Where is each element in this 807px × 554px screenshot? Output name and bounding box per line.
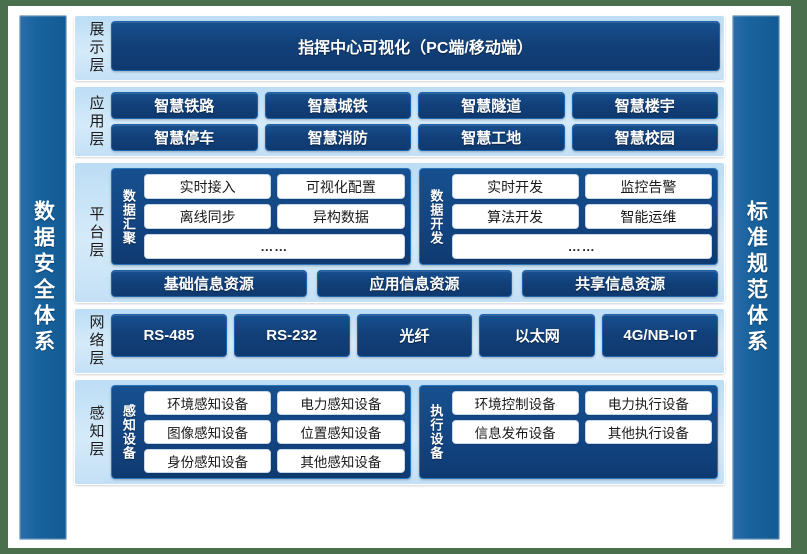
group-data-development-items: 实时开发 监控告警 算法开发 智能运维 …… — [451, 174, 712, 259]
layer-platform-label: 平台层 — [87, 205, 105, 260]
actuating-item-info-release[interactable]: 信息发布设备 — [451, 420, 579, 444]
left-pillar-data-security: 数据安全体系 — [19, 15, 67, 540]
network-item-rs485[interactable]: RS-485 — [111, 314, 227, 357]
network-item-ethernet[interactable]: 以太网 — [479, 314, 596, 357]
resource-item-application-info[interactable]: 应用信息资源 — [316, 270, 513, 297]
aggregation-item-offline-sync[interactable]: 离线同步 — [144, 204, 272, 229]
aggregation-item-realtime-ingest[interactable]: 实时接入 — [144, 174, 272, 199]
layer-platform-label-wrap: 平台层 — [81, 168, 111, 297]
resource-item-shared-info[interactable]: 共享信息资源 — [522, 270, 719, 297]
layer-network-label-wrap: 网络层 — [81, 314, 111, 368]
actuating-item-environment-control[interactable]: 环境控制设备 — [451, 391, 579, 415]
layer-application-label-wrap: 应用层 — [81, 92, 111, 151]
layer-network-label: 网络层 — [87, 314, 105, 368]
layer-display-body: 指挥中心可视化（PC端/移动端） — [111, 21, 720, 75]
development-item-monitor-alarm[interactable]: 监控告警 — [584, 174, 712, 199]
network-item-4g-nbiot[interactable]: 4G/NB-IoT — [602, 314, 718, 357]
group-data-aggregation-items: 实时接入 可视化配置 离线同步 异构数据 …… — [144, 174, 405, 259]
platform-groups: 数据汇聚 实时接入 可视化配置 离线同步 异构数据 — [111, 168, 718, 265]
layer-application-label: 应用层 — [87, 94, 105, 149]
app-item-smart-tunnel[interactable]: 智慧隧道 — [418, 92, 565, 119]
actuating-row-1: 环境控制设备 电力执行设备 — [451, 391, 712, 415]
development-row-1: 实时开发 监控告警 — [451, 174, 712, 199]
layer-stack: 展示层 指挥中心可视化（PC端/移动端） 应用层 智慧铁路 — [74, 15, 725, 540]
group-actuating-devices: 执行设备 环境控制设备 电力执行设备 信息发布设备 其他执行设备 — [418, 385, 718, 479]
group-actuating-devices-items: 环境控制设备 电力执行设备 信息发布设备 其他执行设备 — [451, 391, 712, 473]
aggregation-item-visual-config[interactable]: 可视化配置 — [277, 174, 405, 199]
left-pillar-label: 数据安全体系 — [31, 199, 55, 356]
layer-platform: 平台层 数据汇聚 实时接入 可视化配置 — [74, 162, 725, 303]
layer-display-label-wrap: 展示层 — [81, 21, 111, 75]
layer-perception-label: 感知层 — [87, 405, 105, 459]
group-sensing-devices: 感知设备 环境感知设备 电力感知设备 图像感知设备 位置感知设备 — [111, 385, 411, 479]
actuating-row-2: 信息发布设备 其他执行设备 — [451, 420, 712, 444]
group-data-aggregation: 数据汇聚 实时接入 可视化配置 离线同步 异构数据 — [111, 168, 411, 265]
app-item-smart-railway[interactable]: 智慧铁路 — [111, 92, 258, 119]
development-row-3: …… — [451, 234, 712, 259]
group-data-development-label: 数据开发 — [428, 188, 444, 245]
app-item-smart-campus[interactable]: 智慧校园 — [571, 124, 718, 151]
app-item-smart-urban-rail[interactable]: 智慧城铁 — [264, 92, 411, 119]
sensing-item-power[interactable]: 电力感知设备 — [277, 391, 405, 415]
group-sensing-devices-items: 环境感知设备 电力感知设备 图像感知设备 位置感知设备 身份感知设备 其他感知设… — [144, 391, 405, 473]
aggregation-item-heterogeneous-data[interactable]: 异构数据 — [277, 204, 405, 229]
aggregation-row-1: 实时接入 可视化配置 — [144, 174, 405, 199]
sensing-row-2: 图像感知设备 位置感知设备 — [144, 420, 405, 444]
app-item-smart-construction-site[interactable]: 智慧工地 — [418, 124, 565, 151]
group-data-aggregation-label-wrap: 数据汇聚 — [117, 174, 139, 259]
sensing-item-environment[interactable]: 环境感知设备 — [144, 391, 272, 415]
development-item-realtime-dev[interactable]: 实时开发 — [451, 174, 579, 199]
layer-display-label: 展示层 — [87, 21, 105, 75]
display-row: 指挥中心可视化（PC端/移动端） — [111, 21, 720, 71]
development-item-ellipsis[interactable]: …… — [451, 234, 712, 259]
perception-groups: 感知设备 环境感知设备 电力感知设备 图像感知设备 位置感知设备 — [111, 385, 718, 479]
aggregation-item-ellipsis[interactable]: …… — [144, 234, 405, 259]
group-actuating-devices-label-wrap: 执行设备 — [425, 391, 447, 473]
layer-display: 展示层 指挥中心可视化（PC端/移动端） — [74, 15, 725, 81]
sensing-item-identity[interactable]: 身份感知设备 — [144, 449, 272, 473]
right-pillar-label: 标准规范体系 — [744, 199, 768, 356]
sensing-item-location[interactable]: 位置感知设备 — [277, 420, 405, 444]
application-row-2: 智慧停车 智慧消防 智慧工地 智慧校园 — [111, 124, 718, 151]
actuating-item-other[interactable]: 其他执行设备 — [584, 420, 712, 444]
app-item-smart-building[interactable]: 智慧楼宇 — [571, 92, 718, 119]
layer-perception-label-wrap: 感知层 — [81, 385, 111, 479]
development-row-2: 算法开发 智能运维 — [451, 204, 712, 229]
diagram-canvas: 数据安全体系 展示层 指挥中心可视化（PC端/移动端） 应用层 — [8, 6, 791, 548]
aggregation-row-2: 离线同步 异构数据 — [144, 204, 405, 229]
resource-item-basic-info[interactable]: 基础信息资源 — [111, 270, 307, 297]
aggregation-row-3: …… — [144, 234, 405, 259]
group-data-aggregation-label: 数据汇聚 — [120, 188, 136, 245]
actuating-item-power-execution[interactable]: 电力执行设备 — [584, 391, 712, 415]
group-data-development-label-wrap: 数据开发 — [425, 174, 447, 259]
application-row-1: 智慧铁路 智慧城铁 智慧隧道 智慧楼宇 — [111, 92, 718, 119]
group-sensing-devices-label-wrap: 感知设备 — [117, 391, 139, 473]
layer-perception-body: 感知设备 环境感知设备 电力感知设备 图像感知设备 位置感知设备 — [111, 385, 718, 479]
layer-network-body: RS-485 RS-232 光纤 以太网 4G/NB-IoT — [111, 314, 718, 368]
network-item-fiber[interactable]: 光纤 — [356, 314, 473, 357]
sensing-row-1: 环境感知设备 电力感知设备 — [144, 391, 405, 415]
right-pillar-standards: 标准规范体系 — [732, 15, 780, 540]
network-item-rs232[interactable]: RS-232 — [233, 314, 350, 357]
layer-platform-body: 数据汇聚 实时接入 可视化配置 离线同步 异构数据 — [111, 168, 719, 297]
group-sensing-devices-label: 感知设备 — [120, 404, 136, 460]
application-grid: 智慧铁路 智慧城铁 智慧隧道 智慧楼宇 智慧停车 智慧消防 智慧工地 智慧校园 — [111, 92, 718, 151]
group-data-development: 数据开发 实时开发 监控告警 算法开发 智能运维 — [418, 168, 718, 265]
sensing-item-image[interactable]: 图像感知设备 — [144, 420, 272, 444]
architecture-diagram: 数据安全体系 展示层 指挥中心可视化（PC端/移动端） 应用层 — [19, 15, 780, 540]
development-item-intelligent-ops[interactable]: 智能运维 — [584, 204, 712, 229]
group-actuating-devices-label: 执行设备 — [428, 404, 444, 460]
layer-application-body: 智慧铁路 智慧城铁 智慧隧道 智慧楼宇 智慧停车 智慧消防 智慧工地 智慧校园 — [111, 92, 718, 151]
layer-network: 网络层 RS-485 RS-232 光纤 以太网 4G/NB-IoT — [74, 308, 725, 374]
layer-application: 应用层 智慧铁路 智慧城铁 智慧隧道 智慧楼宇 智慧停车 智慧消防 — [74, 86, 725, 157]
display-title-chip[interactable]: 指挥中心可视化（PC端/移动端） — [111, 21, 720, 71]
sensing-item-other[interactable]: 其他感知设备 — [277, 449, 405, 473]
sensing-row-3: 身份感知设备 其他感知设备 — [144, 449, 405, 473]
app-item-smart-parking[interactable]: 智慧停车 — [111, 124, 258, 151]
platform-resources-row: 基础信息资源 应用信息资源 共享信息资源 — [111, 270, 719, 297]
app-item-smart-firefighting[interactable]: 智慧消防 — [264, 124, 411, 151]
layer-perception: 感知层 感知设备 环境感知设备 电力感知设备 — [74, 379, 725, 485]
development-item-algorithm-dev[interactable]: 算法开发 — [451, 204, 579, 229]
network-row: RS-485 RS-232 光纤 以太网 4G/NB-IoT — [111, 314, 718, 357]
